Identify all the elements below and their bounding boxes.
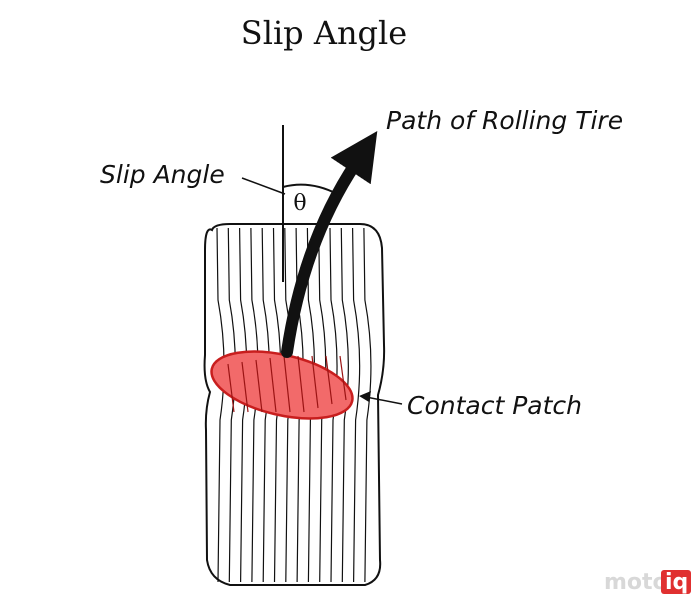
watermark: moto iq bbox=[604, 570, 691, 595]
watermark-prefix: moto bbox=[604, 570, 668, 595]
contact-patch-hatch-line bbox=[269, 357, 277, 413]
contact-patch-hatch-line bbox=[297, 355, 305, 413]
tread-line bbox=[340, 227, 349, 583]
tread-line bbox=[363, 227, 372, 583]
contact-patch-hatch-line bbox=[339, 355, 347, 401]
theta-symbol: θ bbox=[293, 191, 306, 216]
slip-angle-leader bbox=[241, 177, 286, 195]
contact-patch-hatching bbox=[227, 355, 347, 413]
path-label: Path of Rolling Tire bbox=[386, 106, 623, 135]
contact-patch-hatch-line bbox=[283, 355, 291, 413]
contact-patch-leader bbox=[365, 396, 403, 405]
contact-patch-hatch-line bbox=[325, 355, 333, 405]
angle-arc bbox=[282, 183, 338, 195]
watermark-suffix: iq bbox=[665, 570, 688, 595]
contact-patch-hatch-line bbox=[311, 355, 319, 409]
contact-patch-hatch-line bbox=[241, 361, 249, 413]
slip-angle-label: Slip Angle bbox=[100, 160, 225, 189]
contact-patch-leader-head bbox=[359, 391, 371, 402]
contact-patch-hatch-line bbox=[255, 359, 263, 413]
rolling-path-arrow bbox=[281, 131, 378, 358]
tread-line bbox=[352, 227, 361, 583]
watermark-badge bbox=[661, 570, 691, 594]
contact-patch-label: Contact Patch bbox=[407, 391, 582, 420]
diagram-title: Slip Angle bbox=[241, 14, 407, 52]
contact-patch-hatch-line bbox=[227, 363, 235, 413]
